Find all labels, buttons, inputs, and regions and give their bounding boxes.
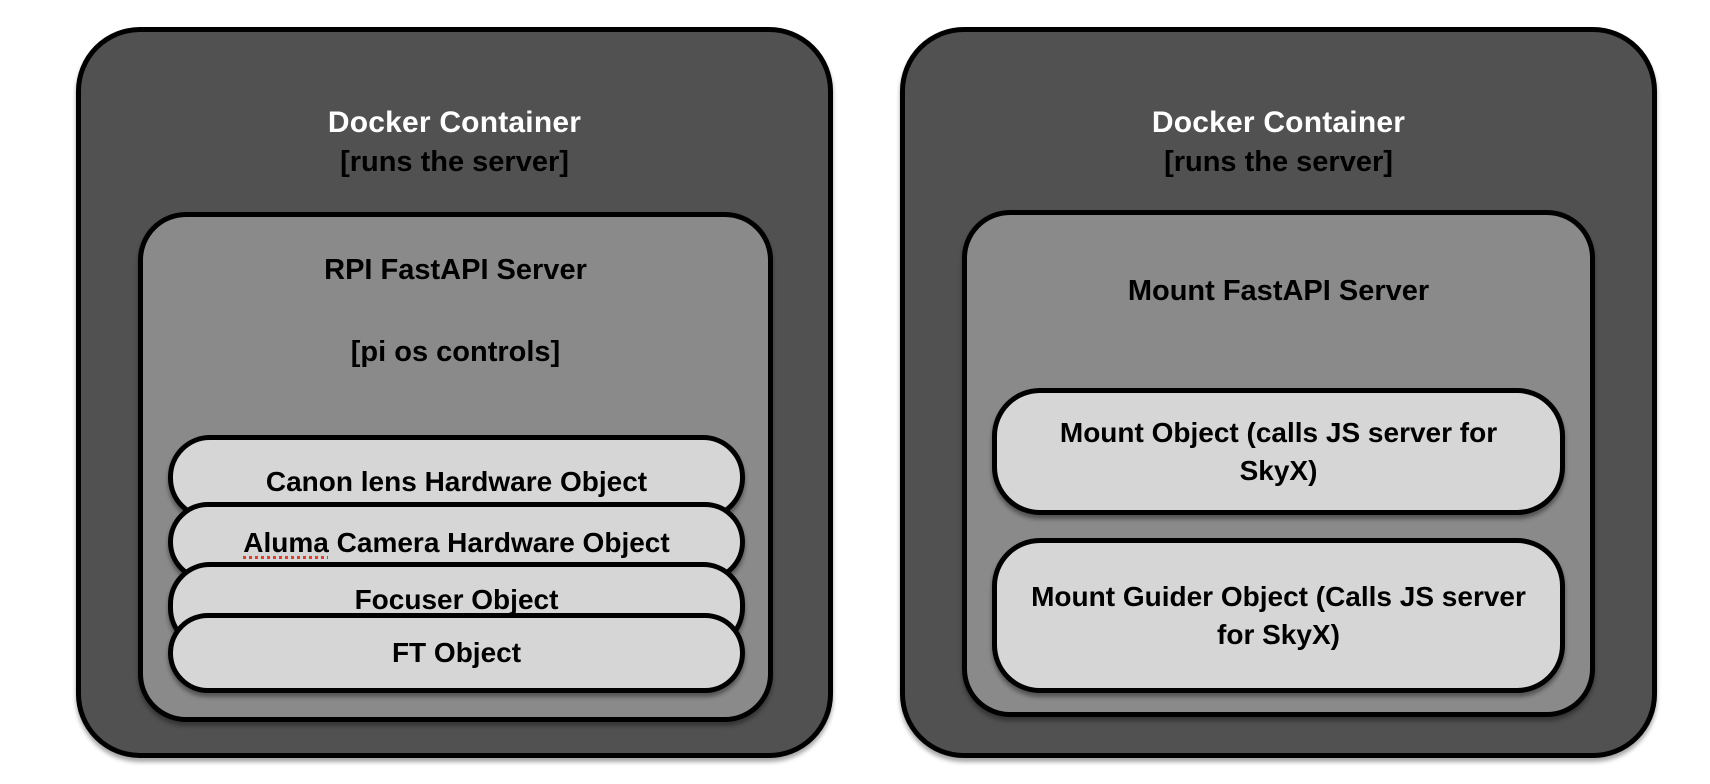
mount-object-label-line2: SkyX) — [1239, 454, 1318, 486]
right-docker-subtitle: [runs the server] — [1164, 146, 1393, 178]
left-docker-header: Docker Container [runs the server] — [81, 103, 828, 182]
docker-container-right: Docker Container [runs the server] Mount… — [900, 27, 1657, 758]
aluma-camera-hardware-object-label: Aluma Camera Hardware Object — [243, 526, 669, 560]
focuser-object-label: Focuser Object — [354, 584, 559, 615]
mount-guider-label-line2: for SkyX) — [1217, 618, 1340, 650]
right-docker-title: Docker Container — [1151, 106, 1406, 139]
left-docker-title: Docker Container — [327, 106, 582, 139]
mount-object-box: Mount Object (calls JS server for SkyX) — [992, 388, 1565, 515]
mount-fastapi-server-box: Mount FastAPI Server Mount Object (calls… — [962, 210, 1595, 717]
docker-container-left: Docker Container [runs the server] RPI F… — [76, 27, 833, 758]
canon-lens-hardware-object-label: Canon lens Hardware Object — [265, 466, 648, 497]
mount-guider-label-line1: Mount Guider Object (Calls JS server — [1031, 580, 1526, 612]
ft-object-label: FT Object — [391, 637, 522, 668]
left-docker-subtitle: [runs the server] — [340, 146, 569, 178]
rpi-fastapi-server-box: RPI FastAPI Server [pi os controls] Cano… — [138, 212, 773, 722]
ft-object-box: FT Object — [168, 613, 745, 693]
mount-guider-object-box: Mount Guider Object (Calls JS server for… — [992, 538, 1565, 693]
aluma-misspelled-word: Aluma — [243, 527, 329, 558]
rpi-server-title: RPI FastAPI Server — [324, 254, 587, 286]
mount-object-label-line1: Mount Object (calls JS server for — [1059, 416, 1498, 448]
mount-server-title: Mount FastAPI Server — [1127, 275, 1430, 307]
right-docker-header: Docker Container [runs the server] — [905, 103, 1652, 182]
rpi-server-subtitle: [pi os controls] — [350, 336, 561, 368]
aluma-label-rest: Camera Hardware Object — [328, 527, 670, 558]
